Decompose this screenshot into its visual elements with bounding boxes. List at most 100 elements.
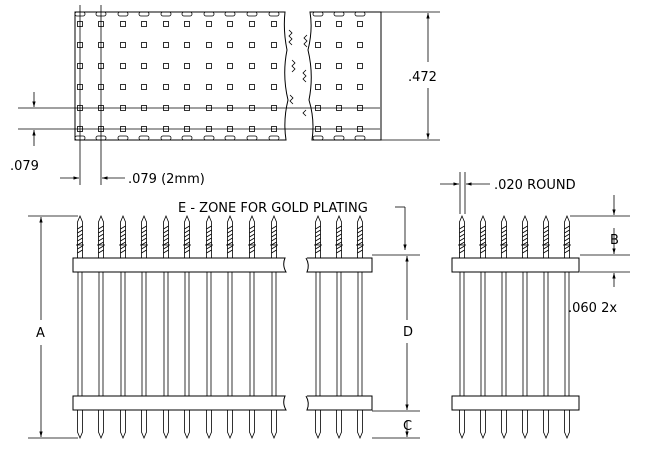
plating-hatch (249, 229, 255, 234)
edge-slot (117, 135, 129, 141)
plating-hatch (271, 237, 277, 242)
dim-d-label: D (403, 325, 413, 340)
plating-hatch (120, 237, 126, 242)
top-view: .472 .079 .079 (2mm) (10, 5, 440, 187)
plating-hatch (98, 225, 104, 230)
plating-hatch (271, 241, 277, 246)
plating-hatch (315, 249, 321, 254)
pin-square (315, 42, 321, 48)
edge-slot (354, 11, 366, 17)
pin-square (249, 42, 255, 48)
plating-hatch (184, 241, 190, 246)
plating-hatch (336, 249, 342, 254)
plating-hatch (163, 237, 169, 242)
pin-square (163, 42, 169, 48)
pin-square (227, 63, 233, 69)
pin-grid (74, 11, 366, 141)
plating-hatch (227, 233, 233, 238)
edge-slot (354, 135, 366, 141)
plating-hatch (249, 241, 255, 246)
plating-hatch (357, 241, 363, 246)
plating-hatch (120, 245, 126, 250)
pin-square (249, 63, 255, 69)
plating-hatch (271, 233, 277, 238)
plating-hatch (357, 229, 363, 234)
plating-hatch (480, 237, 486, 242)
plating-hatch (336, 245, 342, 250)
edge-slot (246, 11, 258, 17)
plating-hatch (315, 233, 321, 238)
pin-tip-bottom (163, 410, 169, 440)
pin-square (315, 84, 321, 90)
plating-hatch (564, 229, 570, 234)
plating-hatch (141, 233, 147, 238)
plating-hatch (459, 233, 465, 238)
plating-hatch (564, 225, 570, 230)
edge-slot (312, 11, 324, 17)
pin-square (357, 63, 363, 69)
plating-hatch (336, 225, 342, 230)
plating-hatch (459, 249, 465, 254)
pin-square (120, 63, 126, 69)
plating-hatch (206, 237, 212, 242)
plating-hatch (77, 225, 83, 230)
pin-square (141, 84, 147, 90)
pin-square (336, 42, 342, 48)
side-view: .020 ROUND B .060 2x (440, 172, 630, 440)
plating-hatch (543, 233, 549, 238)
plating-hatch (564, 237, 570, 242)
pin-square (315, 63, 321, 69)
plating-hatch (522, 249, 528, 254)
plating-hatch (501, 241, 507, 246)
pin-square (120, 42, 126, 48)
dim-472-label: .472 (408, 70, 437, 85)
edge-slot (160, 135, 172, 141)
plating-hatch (206, 249, 212, 254)
pin-tip-bottom (206, 410, 212, 440)
edge-slot (117, 11, 129, 17)
plating-hatch (522, 241, 528, 246)
edge-slot (160, 11, 172, 17)
pin-tip-bottom (249, 410, 255, 440)
pin-tip-bottom (543, 410, 549, 440)
edge-slot (224, 135, 236, 141)
plating-hatch (522, 233, 528, 238)
pin-tip-bottom (271, 410, 277, 440)
plating-hatch (480, 249, 486, 254)
plating-hatch (98, 237, 104, 242)
plating-hatch (522, 237, 528, 242)
plating-hatch (315, 237, 321, 242)
dim-060-label: .060 2x (568, 301, 617, 316)
edge-slot (181, 11, 193, 17)
edge-slot (203, 11, 215, 17)
pin-tip-bottom (227, 410, 233, 440)
pin-square (206, 84, 212, 90)
plating-hatch (480, 241, 486, 246)
pin-square (163, 21, 169, 27)
plating-hatch (249, 233, 255, 238)
plating-hatch (501, 249, 507, 254)
pin-square (184, 63, 190, 69)
plating-hatch (77, 237, 83, 242)
pin-tip-bottom (184, 410, 190, 440)
pin-square (357, 42, 363, 48)
plating-hatch (98, 229, 104, 234)
plating-hatch (163, 241, 169, 246)
plating-hatch (501, 233, 507, 238)
plating-hatch (564, 233, 570, 238)
plating-hatch (227, 237, 233, 242)
plating-hatch (564, 245, 570, 250)
plating-hatch (141, 245, 147, 250)
pin-square (120, 21, 126, 27)
plating-hatch (336, 229, 342, 234)
plating-hatch (315, 241, 321, 246)
plating-hatch (315, 225, 321, 230)
edge-slot (138, 11, 150, 17)
plating-hatch (184, 233, 190, 238)
plating-hatch (501, 237, 507, 242)
edge-slot (181, 135, 193, 141)
plating-hatch (271, 245, 277, 250)
gold-plating-label: E - ZONE FOR GOLD PLATING (178, 201, 368, 216)
plating-hatch (184, 245, 190, 250)
